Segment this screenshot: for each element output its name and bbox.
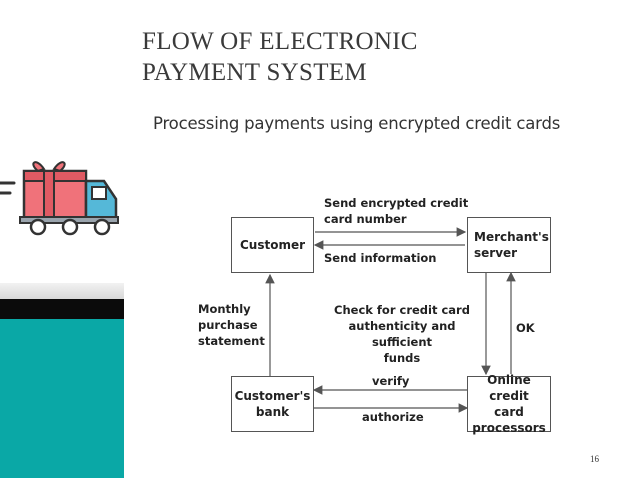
label-send-information: Send information (324, 251, 437, 265)
panel-dark-band (0, 299, 124, 319)
node-card-processors: Online credit card processors (467, 373, 551, 435)
label-send-card-number: Send encrypted credit card number (324, 196, 469, 226)
node-customer: Customer (231, 217, 314, 273)
page-number: 16 (590, 454, 599, 464)
panel-fade (0, 283, 124, 299)
label-check-card: Check for credit card authenticity and s… (334, 303, 470, 365)
teal-side-panel (0, 283, 124, 478)
node-customer-bank: Customer's bank (231, 376, 314, 432)
delivery-truck-icon (0, 161, 119, 236)
label-monthly-statement: Monthly purchase statement (198, 302, 265, 348)
slide-title: FLOW OF ELECTRONIC PAYMENT SYSTEM (142, 28, 418, 86)
label-ok: OK (516, 321, 535, 335)
label-verify: verify (372, 374, 410, 388)
label-authorize: authorize (362, 410, 424, 424)
diagram-subtitle: Processing payments using encrypted cred… (153, 114, 561, 133)
node-merchant-server: Merchant's server (467, 217, 551, 273)
